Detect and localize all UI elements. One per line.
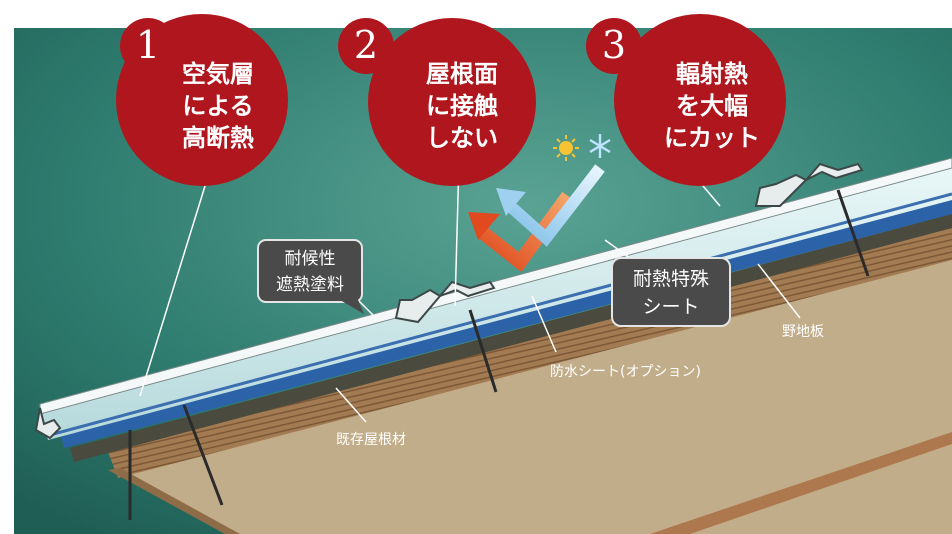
lower-board-edge — [650, 432, 952, 534]
badge-2-number: 2 — [354, 23, 378, 67]
callout-coating-line-1: 耐候性 — [285, 249, 336, 269]
snowflake-icon — [589, 134, 611, 158]
callout-sheet-line-1: 耐熱特殊 — [633, 268, 709, 290]
seam-clip — [34, 162, 864, 440]
badge-1-number: 1 — [136, 23, 160, 67]
badge-3-line-2: を大幅 — [676, 92, 748, 120]
badge-3-line-3: にカット — [664, 124, 760, 152]
badge-2-line-2: に接触 — [426, 92, 498, 120]
badge-3: 3 輻射熱 を大幅 にカット — [586, 14, 786, 186]
callout-coating-line-2: 遮熱塗料 — [276, 274, 344, 295]
label-sheathing: 野地板 — [782, 324, 824, 340]
callout-coating: 耐候性 遮熱塗料 — [257, 239, 364, 314]
callout-sheet: 耐熱特殊 シート — [611, 257, 731, 327]
badge-2-line-1: 屋根面 — [426, 60, 498, 88]
roof-panel-air-layer — [40, 165, 952, 440]
sheathing-board — [120, 250, 952, 534]
sun-icon — [553, 135, 579, 161]
label-waterproof: 防水シート(オプション) — [550, 364, 701, 380]
badge-1-line-3: 高断熱 — [182, 124, 254, 152]
reflection-arrows — [468, 164, 605, 273]
waterproof-sheet-layer — [70, 214, 952, 462]
badge-1-line-2: による — [182, 92, 253, 120]
badge-1-line-1: 空気層 — [182, 60, 254, 88]
existing-roof-layer — [60, 198, 952, 448]
badge-1: 1 空気層 による 高断熱 — [116, 14, 288, 186]
badge-2-line-3: しない — [426, 124, 498, 152]
badge-2: 2 屋根面 に接触 しない — [338, 18, 536, 186]
label-existing-roof: 既存屋根材 — [336, 432, 406, 448]
badge-3-line-1: 輻射熱 — [676, 60, 748, 88]
wood-strip — [108, 226, 952, 478]
badge-3-number: 3 — [602, 23, 626, 67]
callout-sheet-line-2: シート — [642, 296, 699, 318]
screw — [182, 189, 870, 506]
